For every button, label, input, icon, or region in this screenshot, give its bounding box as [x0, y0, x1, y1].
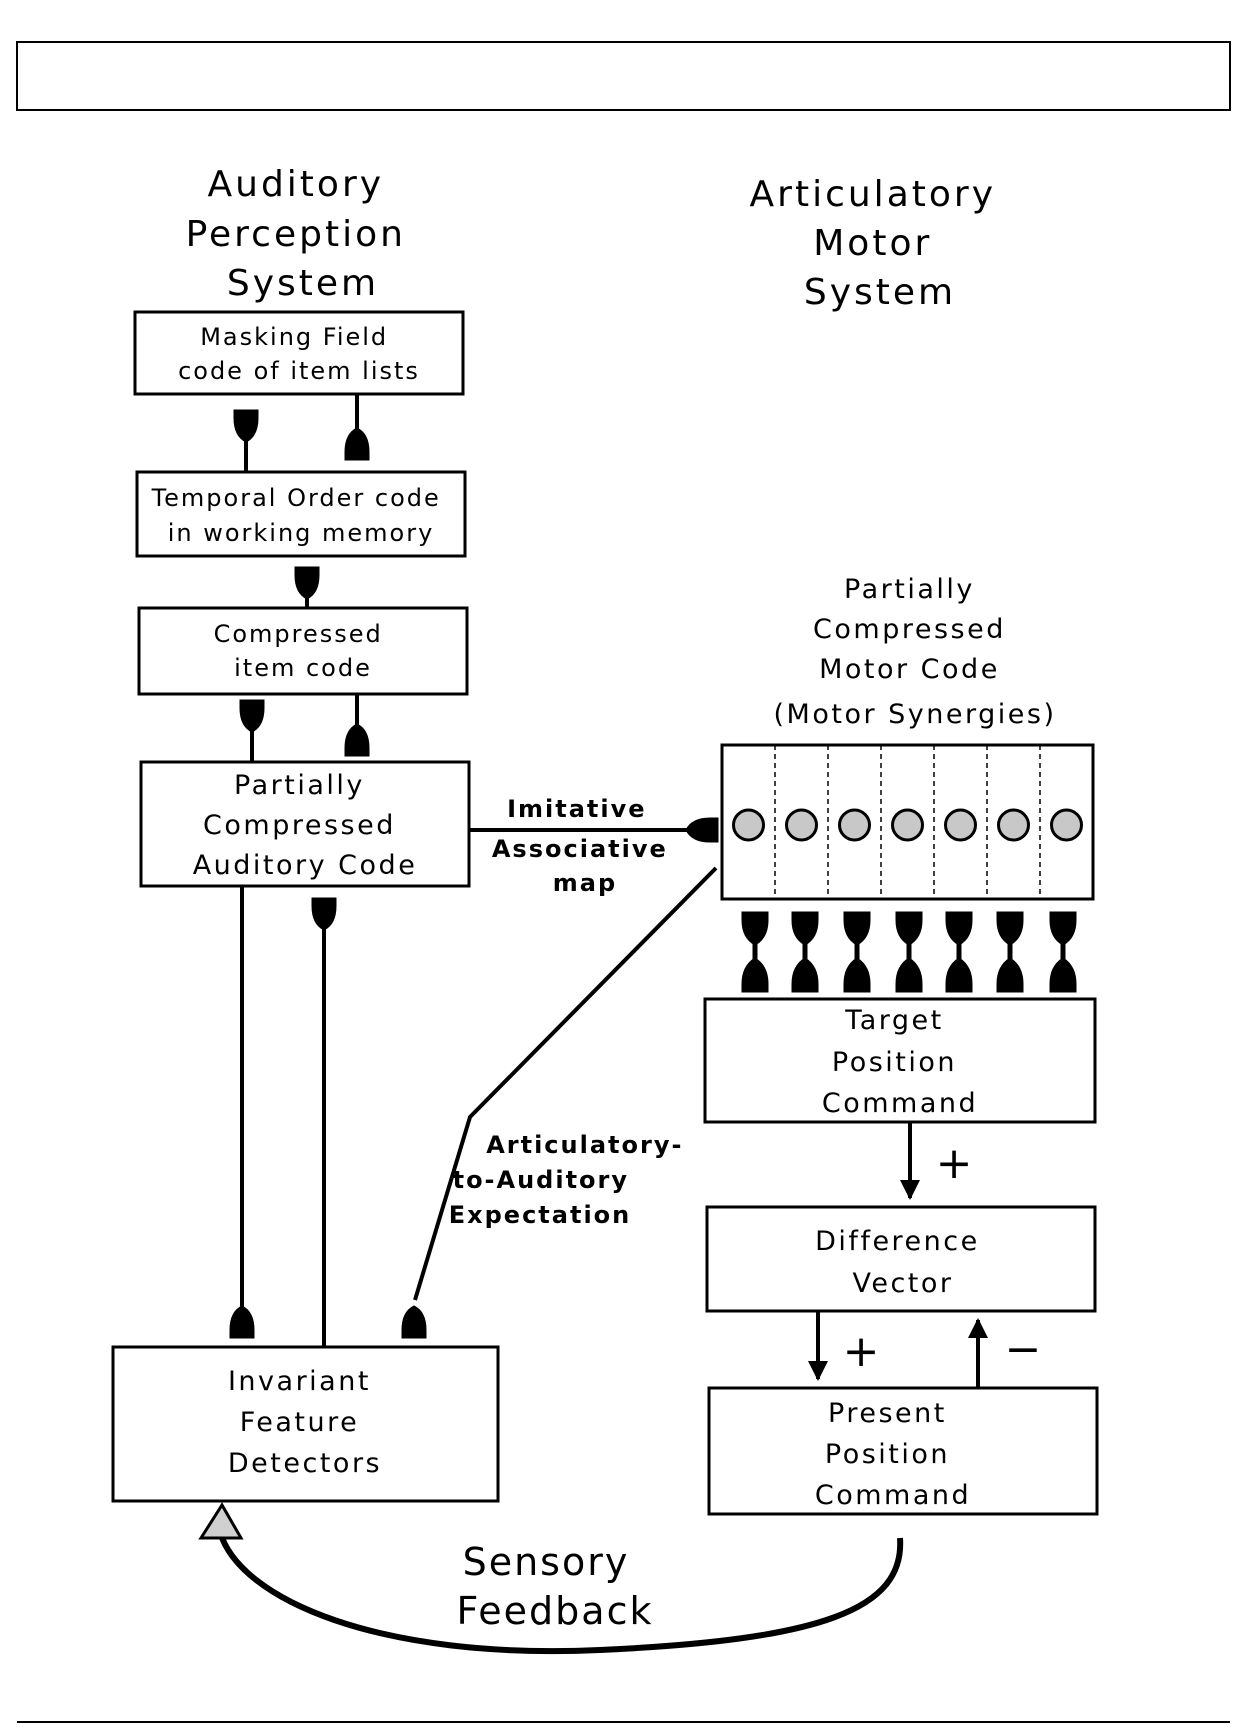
- target-position-box: Target Position Command: [703, 997, 1097, 1124]
- auditory-to-item-connection: [344, 694, 370, 757]
- motor-unit-node: [891, 808, 924, 842]
- motor-synergies-array: [720, 743, 1095, 901]
- present-position-box: Present Position Command: [707, 1386, 1099, 1516]
- motor-heading: Articulatory Motor System: [750, 174, 1011, 313]
- partially-compressed-auditory-box: Partially Compressed Auditory Code: [139, 760, 471, 888]
- masking-to-temporal-connection: [233, 409, 259, 472]
- expectation-label: Articulatory- to-Auditory Expectation: [449, 1131, 694, 1229]
- expectation-connection: [401, 866, 718, 1339]
- motor-unit-node: [1050, 808, 1083, 842]
- svg-text:Present Position C: Present Position Command: [815, 1398, 971, 1511]
- difference-to-present-sign: +: [843, 1326, 882, 1377]
- svg-text:Temporal Order code in: Temporal Order code in working memory: [151, 484, 451, 547]
- motor-unit-node: [732, 808, 765, 842]
- svg-text:Target Position Co: Target Position Command: [822, 1005, 978, 1119]
- motor-unit-node: [838, 808, 871, 842]
- synergy-link: [843, 911, 871, 993]
- compressed-item-box: Compressed item code: [137, 606, 469, 696]
- motor-unit-node: [785, 808, 818, 842]
- temporal-to-item-connection: [294, 566, 320, 608]
- sensory-feedback-label: Sensory Feedback: [457, 1540, 654, 1633]
- imitative-map-connection: [469, 817, 719, 843]
- auditory-to-detectors-connection: [229, 886, 255, 1339]
- item-to-auditory-connection: [239, 699, 265, 762]
- motor-unit-node: [997, 808, 1030, 842]
- imitative-map-label: Imitative Associative map: [492, 795, 678, 897]
- target-to-difference-sign: +: [936, 1138, 975, 1189]
- sensory-feedback-arrow: [198, 1502, 904, 1655]
- svg-text:Compressed item code: Compressed item code: [214, 620, 393, 682]
- present-to-difference-sign: −: [1005, 1324, 1044, 1375]
- svg-text:Difference Vector: Difference Vector: [815, 1226, 991, 1299]
- synergy-to-target-connections: [741, 911, 1077, 993]
- difference-vector-box: Difference Vector: [705, 1205, 1097, 1313]
- synergy-link: [996, 911, 1024, 993]
- masking-field-box: Masking Field code of item lists: [133, 310, 465, 396]
- motor-code-label: Partially Compressed Motor Code (Motor S…: [774, 574, 1057, 730]
- motor-unit-node: [944, 808, 977, 842]
- svg-text:Invariant Feature: Invariant Feature Detectors: [228, 1366, 382, 1479]
- detectors-to-auditory-connection: [311, 897, 337, 1347]
- svg-text:Masking Field code of: Masking Field code of item lists: [178, 323, 420, 385]
- svg-text:Partially Compressed: Partially Compressed Auditory Code: [193, 770, 418, 881]
- synergy-link: [741, 911, 769, 993]
- invariant-feature-box: Invariant Feature Detectors: [111, 1345, 500, 1503]
- synergy-link: [895, 911, 923, 993]
- synergy-link: [1049, 911, 1077, 993]
- temporal-order-box: Temporal Order code in working memory: [135, 470, 467, 558]
- auditory-heading: Auditory Perception System: [186, 164, 421, 304]
- header-frame: [16, 41, 1231, 111]
- temporal-to-masking-connection: [344, 394, 370, 461]
- synergy-link: [945, 911, 973, 993]
- synergy-link: [791, 911, 819, 993]
